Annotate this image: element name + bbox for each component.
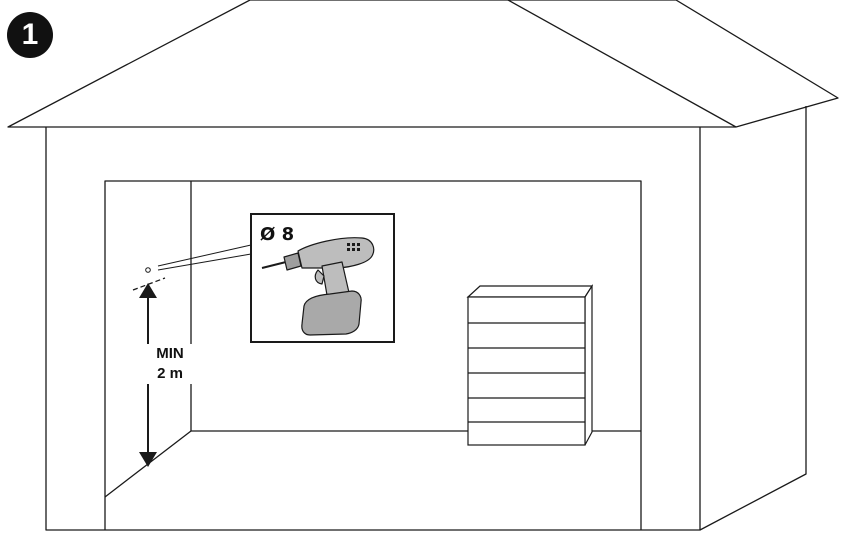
drill-point-icon <box>132 267 166 291</box>
house-roof <box>7 0 839 128</box>
storage-cabinet-icon <box>466 283 594 446</box>
min-height-label-line2: 2 m <box>157 365 183 382</box>
min-height-label-line1: MIN <box>156 345 184 362</box>
drill-bit-size-label: Ø 8 <box>260 224 295 245</box>
drill-icon <box>261 237 375 336</box>
house-front-wall <box>45 127 701 531</box>
callout-lines <box>157 244 252 271</box>
step-number-badge: 1 <box>7 12 53 58</box>
min-height-label: MIN 2 m <box>146 344 194 384</box>
house-side-wall <box>699 106 807 531</box>
garage-opening <box>104 180 642 530</box>
